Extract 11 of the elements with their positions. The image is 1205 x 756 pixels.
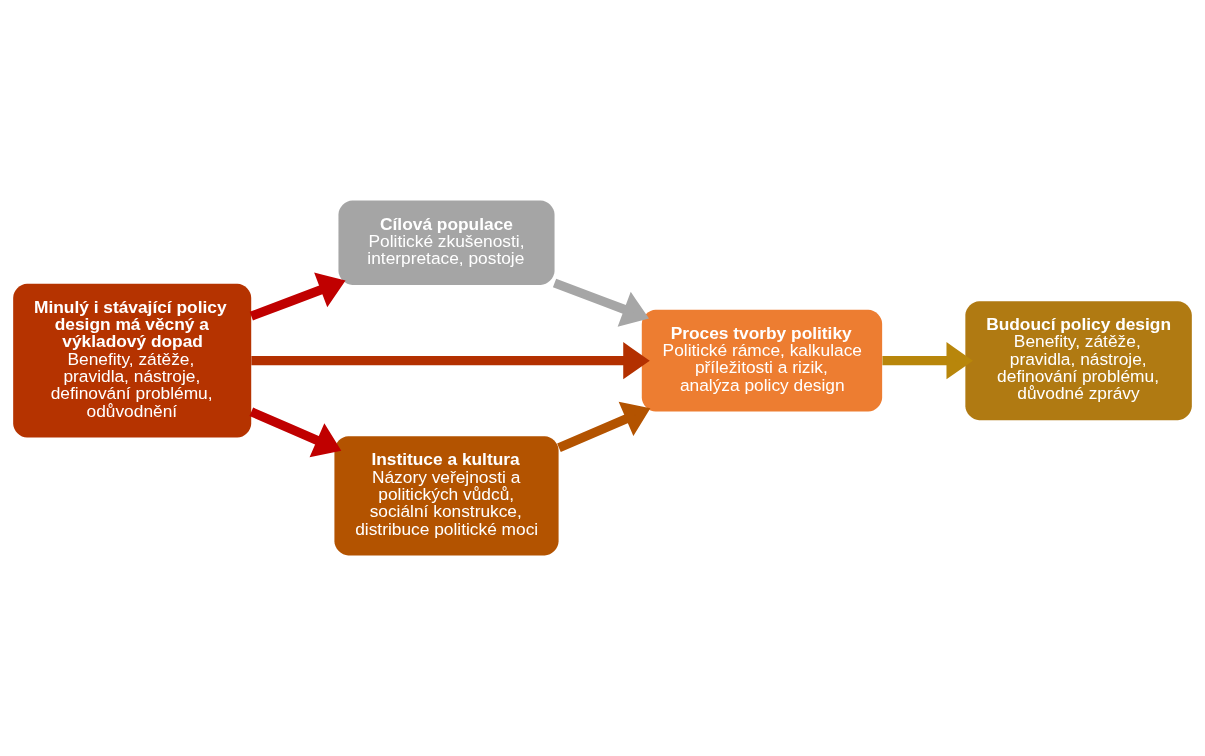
node-box: Minulý i stávající policy design má věcný a výkladový dopad Benefity, zátěže, pravidla, nástroje, definování problému, odůvodnění <box>13 283 252 438</box>
arrow <box>249 407 342 458</box>
arrow <box>557 401 651 453</box>
arrow <box>882 342 974 380</box>
node-box: Cílová populace Politické zkušenosti, interpretace, postoje <box>338 200 555 285</box>
arrow <box>251 342 650 380</box>
arrow <box>249 272 346 321</box>
node-box: Instituce a kultura Názory veřejnosti a politických vůdců, sociální konstrukce, distribuce politické moci <box>334 436 559 556</box>
node-box: Proces tvorby politiky Politické rámce, kalkulace příležitosti a rizik, analýza policy design <box>641 309 883 412</box>
arrow <box>552 278 650 327</box>
node-box: Budoucí policy design Benefity, zátěže, pravidla, nástroje, definování problému, důvodné zprávy <box>965 301 1192 421</box>
